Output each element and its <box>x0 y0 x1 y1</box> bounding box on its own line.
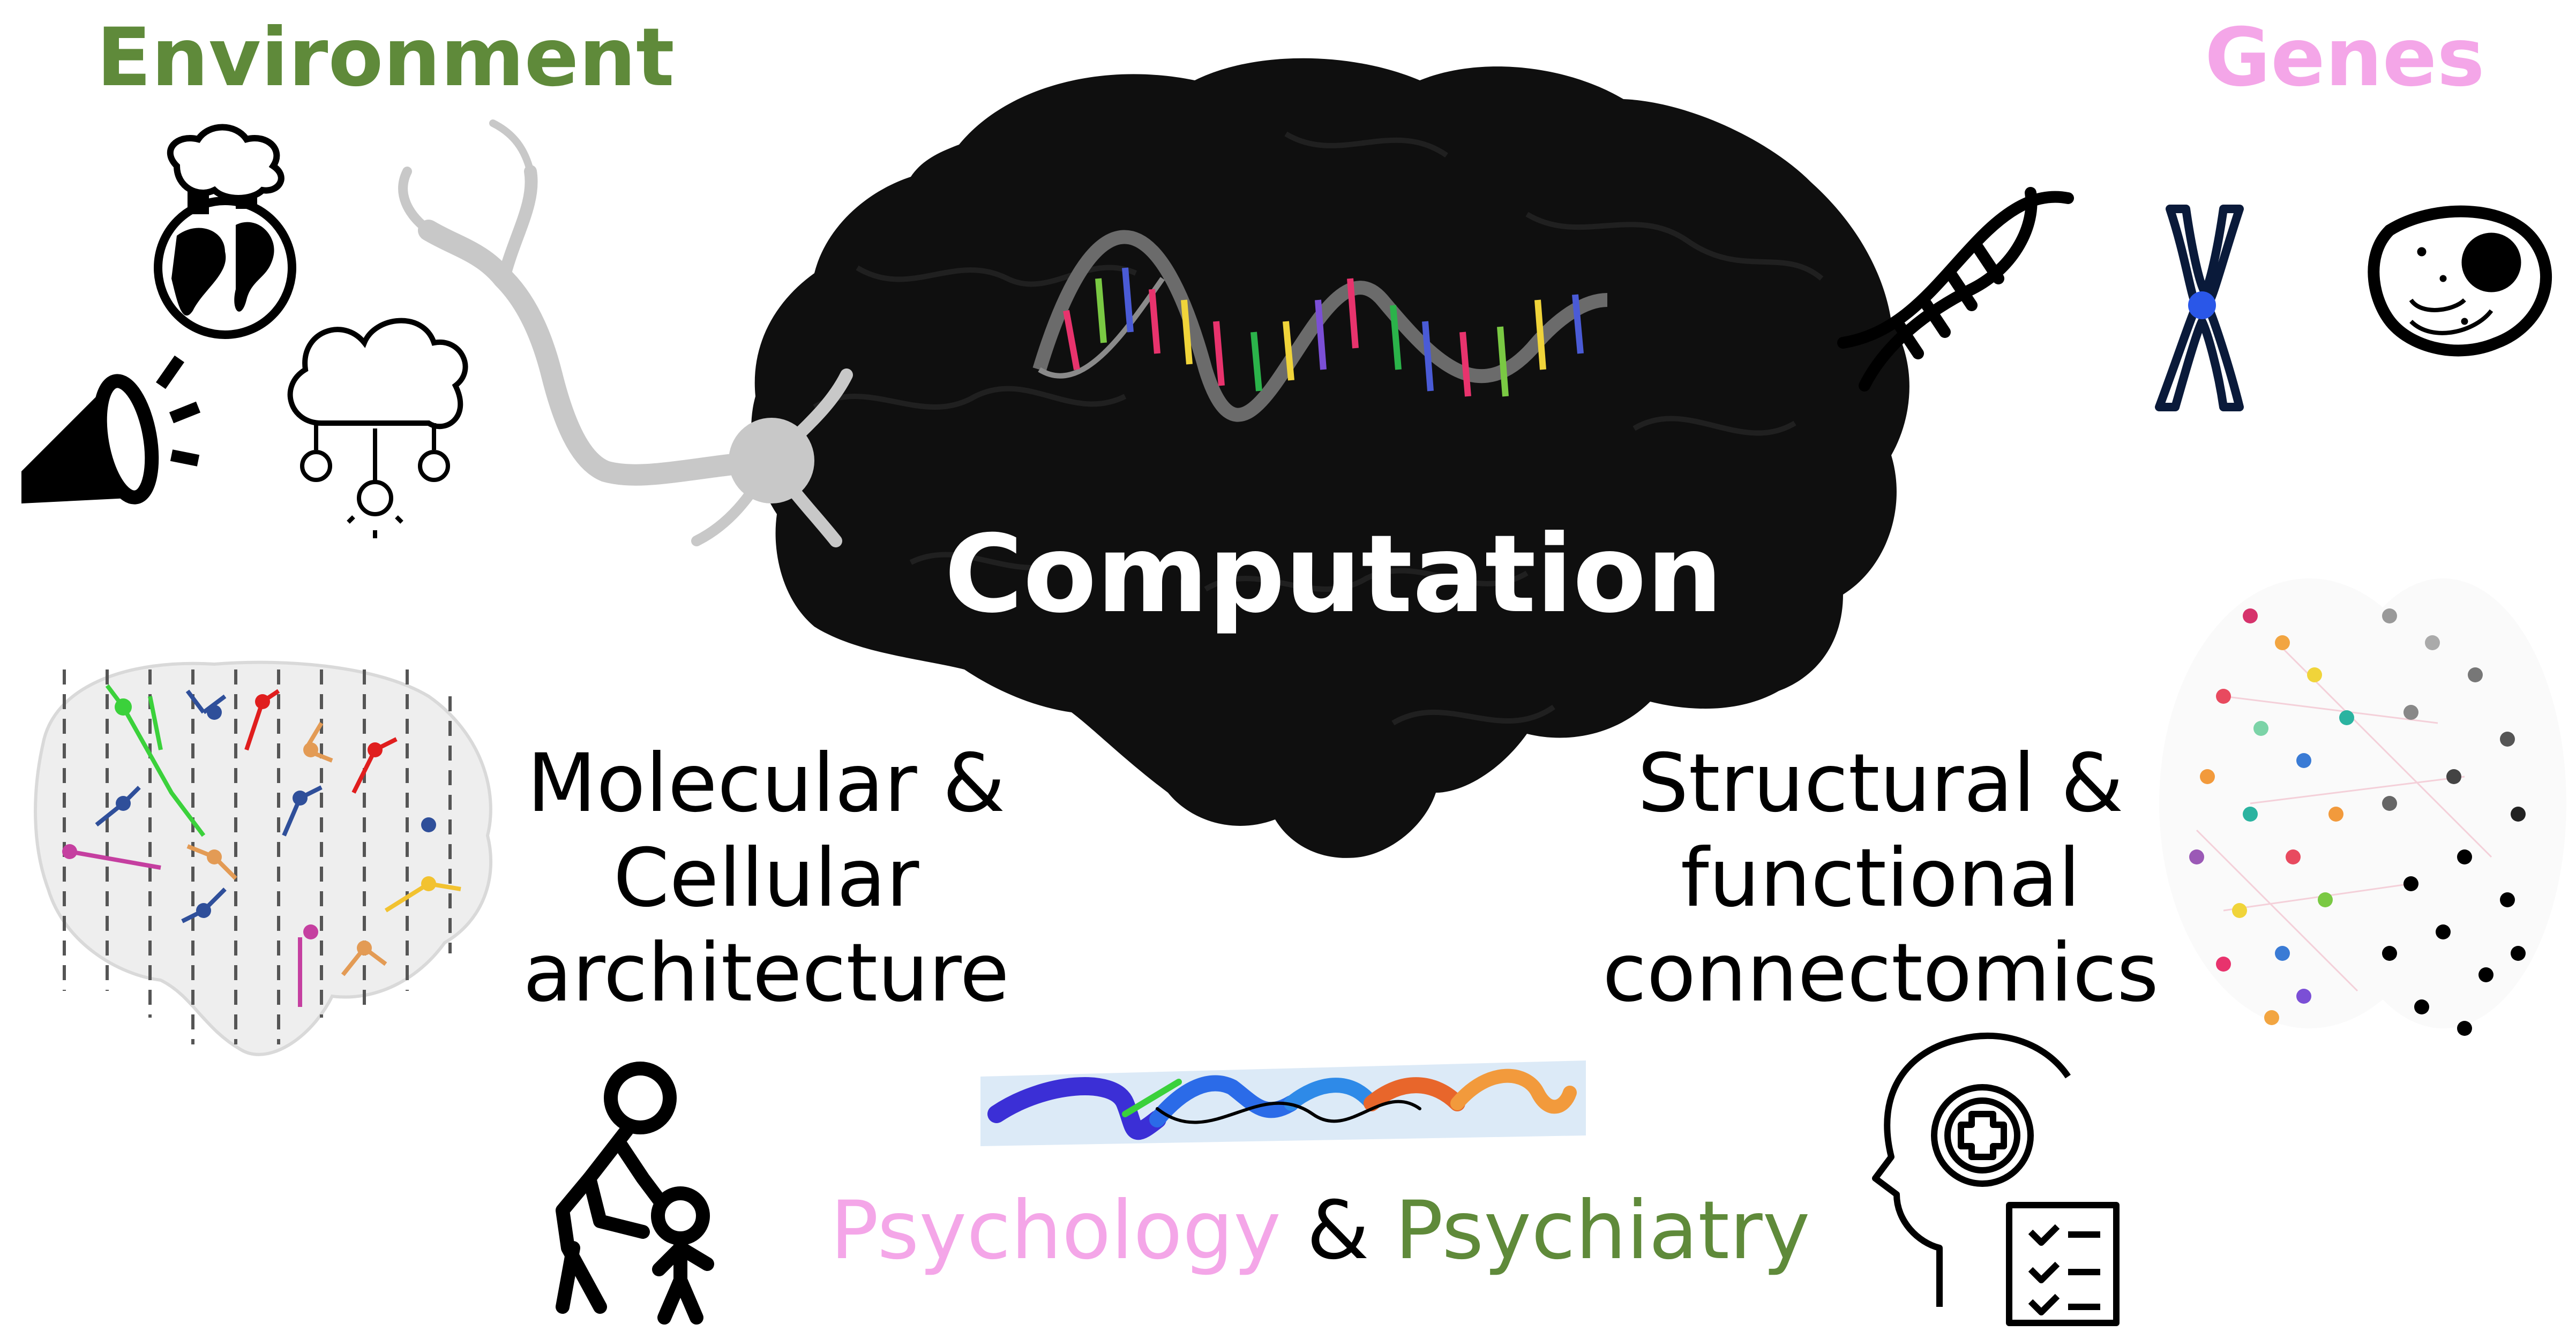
neuron-icon <box>398 119 853 547</box>
brain-icon <box>751 58 1909 858</box>
dna-ribbon-icon <box>1032 230 1608 422</box>
structural-functional-label: Structural & functional connectomics <box>1586 736 2175 1021</box>
brain-cell-map-icon <box>34 660 493 1056</box>
structural-line-1: Structural & <box>1637 737 2124 830</box>
genes-title: Genes <box>2205 11 2485 104</box>
molecular-line-1: Molecular & <box>527 737 1006 830</box>
psychiatry-word: Psychiatry <box>1395 1184 1810 1277</box>
ampersand-word: & <box>1306 1184 1369 1277</box>
structural-line-3: connectomics <box>1602 927 2159 1020</box>
connectome-graph-icon <box>2159 578 2566 1036</box>
chromosome-icon <box>2155 205 2244 411</box>
environment-title: Environment <box>96 11 675 104</box>
earth-pollution-icon <box>154 124 296 339</box>
computation-title: Computation <box>944 512 1723 637</box>
protein-ribbon-icon <box>980 1060 1586 1146</box>
cell-icon <box>2368 205 2552 357</box>
psychology-word: Psychology <box>830 1184 1281 1277</box>
adult-child-icon <box>556 1062 714 1325</box>
psychology-psychiatry-label: Psychology & Psychiatry <box>0 1184 2576 1278</box>
molecular-cellular-label: Molecular & Cellular architecture <box>471 736 1061 1021</box>
mental-health-record-icon <box>1872 1032 2120 1326</box>
molecular-line-2: Cellular <box>613 832 919 925</box>
molecular-line-3: architecture <box>523 927 1009 1020</box>
dna-helix-icon <box>1837 187 2074 392</box>
cloud-lightbulb-icon <box>287 318 468 538</box>
structural-line-2: functional <box>1680 832 2081 925</box>
megaphone-icon <box>21 355 201 505</box>
